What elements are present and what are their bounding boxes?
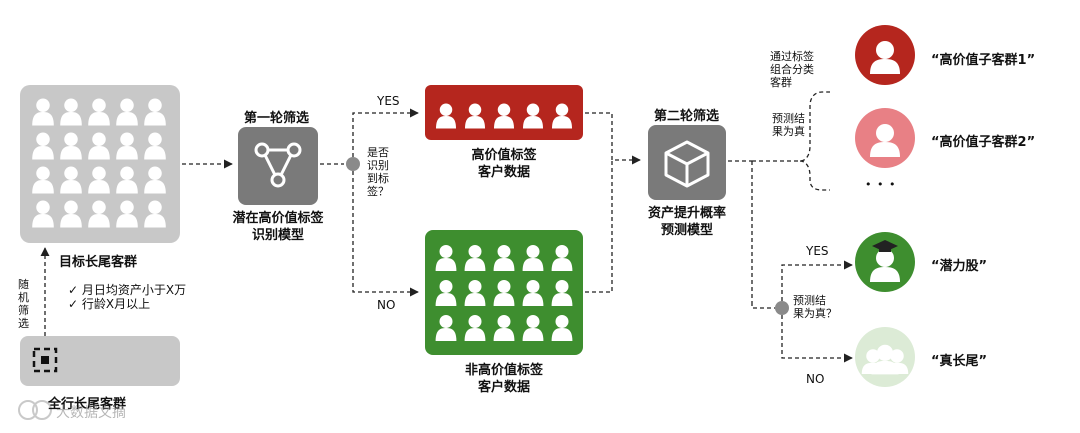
round2-model-icon bbox=[648, 125, 726, 200]
outcome-true-long-tail-label: “真长尾” bbox=[931, 354, 988, 369]
decision2-node bbox=[775, 301, 789, 315]
watermark-text: 大数据文摘 bbox=[56, 405, 126, 421]
no-label-2: NO bbox=[806, 372, 825, 386]
all-group-label: 全行长尾客群 bbox=[48, 397, 127, 412]
target-group-label: 目标长尾客群 bbox=[59, 255, 138, 270]
criteria-item-2: ✓ 行龄X月以上 bbox=[68, 297, 151, 311]
high-value-label: 高价值标签 客户数据 bbox=[471, 148, 537, 180]
no-branch-2 bbox=[781, 315, 853, 363]
merge-arrow-bottom bbox=[585, 160, 613, 293]
round2-model-label: 资产提升概率 预测模型 bbox=[647, 206, 726, 238]
non-high-value-box bbox=[425, 230, 583, 355]
round2-title: 第二轮筛选 bbox=[654, 109, 720, 124]
criteria-item-1: ✓ 月日均资产小于X万 bbox=[68, 283, 187, 297]
decision1-node bbox=[346, 157, 360, 171]
tag-cluster-note: 通过标签 组合分类 客群 bbox=[770, 50, 814, 89]
random-filter-label: 随机筛选 bbox=[18, 278, 29, 330]
subgroup2-icon bbox=[855, 108, 915, 168]
round1-model-icon bbox=[238, 127, 318, 205]
brace-top bbox=[752, 91, 830, 162]
yes-branch-2 bbox=[781, 260, 853, 301]
arrow-to-decision2 bbox=[751, 302, 775, 309]
decision2-question: 预测结 果为真？ bbox=[793, 294, 837, 320]
brace-bottom bbox=[799, 160, 830, 191]
yes-label-1: YES bbox=[377, 94, 400, 108]
outcome-potential-label: “潜力股” bbox=[931, 259, 988, 274]
target-group-box bbox=[20, 85, 180, 243]
subgroup1-icon bbox=[855, 25, 915, 85]
yes-label-2: YES bbox=[806, 244, 829, 258]
ellipsis: • • • bbox=[865, 178, 897, 191]
non-high-value-label: 非高价值标签 客户数据 bbox=[464, 363, 543, 395]
no-label-1: NO bbox=[377, 298, 396, 312]
predict-true-note: 预测结 果为真 bbox=[772, 112, 805, 138]
outcome-subgroup1-label: “高价值子客群1” bbox=[931, 53, 1036, 68]
outcome-subgroup2-label: “高价值子客群2” bbox=[931, 135, 1036, 150]
true-long-tail-icon bbox=[855, 327, 915, 387]
round1-title: 第一轮筛选 bbox=[244, 111, 310, 126]
round1-model-label: 潜在高价值标签 识别模型 bbox=[232, 211, 324, 243]
no-branch-1 bbox=[352, 171, 419, 297]
yes-branch-1 bbox=[352, 108, 419, 157]
watermark-logo-icon bbox=[18, 400, 52, 420]
high-value-box bbox=[425, 85, 583, 140]
decision1-question: 是否 识别 到标 签？ bbox=[367, 146, 389, 198]
merge-arrow-top bbox=[585, 112, 641, 165]
potential-icon bbox=[855, 232, 915, 292]
all-group-box bbox=[20, 336, 180, 386]
